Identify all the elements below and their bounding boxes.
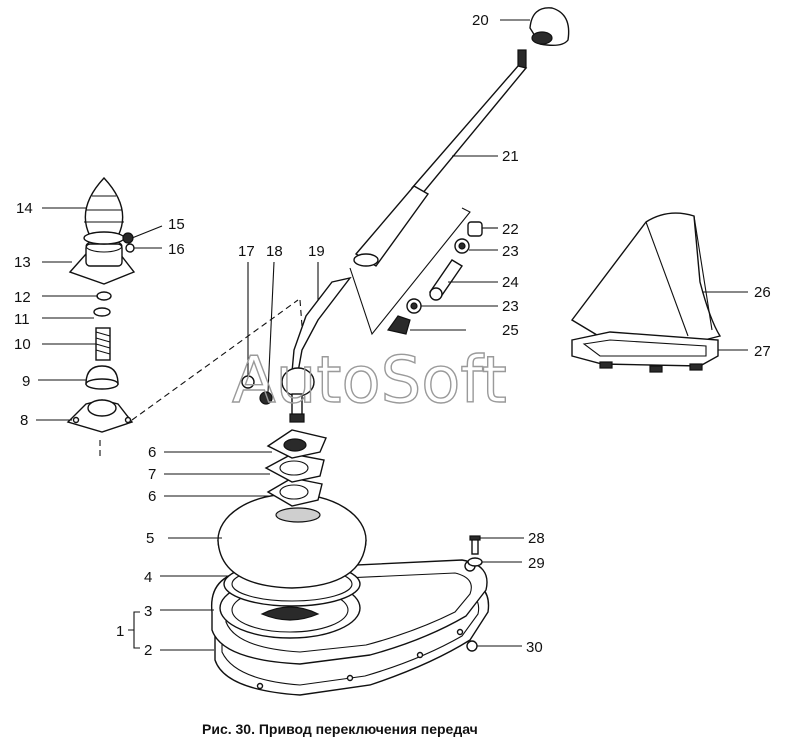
assembly-dashed-line <box>99 299 303 456</box>
callout-12: 12 <box>14 289 31 306</box>
gaiter-part-26 <box>570 212 722 351</box>
callout-15: 15 <box>168 216 185 233</box>
callout-6-lower: 6 <box>148 488 156 505</box>
callout-7: 7 <box>148 466 156 483</box>
callout-27: 27 <box>754 343 771 360</box>
callout-28: 28 <box>528 530 545 547</box>
sleeve-part-24 <box>429 259 463 301</box>
washer-part-16 <box>125 243 135 253</box>
rod-part-21 <box>353 49 528 267</box>
frame-part-27 <box>571 331 719 373</box>
callout-19: 19 <box>308 243 325 260</box>
nut-part-30 <box>466 640 478 652</box>
callout-26: 26 <box>754 284 771 301</box>
watermark: AutoSoft <box>232 344 507 418</box>
spacer-part-23-lower <box>406 298 422 314</box>
callout-2: 2 <box>144 642 152 659</box>
callout-17: 17 <box>238 243 255 260</box>
callout-5: 5 <box>146 530 154 547</box>
leader-lines <box>36 19 748 651</box>
lever-part-19 <box>281 276 352 423</box>
pin-part-17 <box>241 262 255 389</box>
callout-23-lower: 23 <box>502 298 519 315</box>
callout-24: 24 <box>502 274 519 291</box>
cover-part-8 <box>66 399 134 433</box>
callout-29: 29 <box>528 555 545 572</box>
callout-1: 1 <box>116 623 124 640</box>
callout-11: 11 <box>14 311 30 328</box>
spacer-part-23-upper <box>454 238 470 254</box>
plate-part-6-upper <box>266 429 327 459</box>
bushing-part-18 <box>259 261 275 405</box>
bush-part-25 <box>386 315 411 335</box>
callout-30: 30 <box>526 639 543 656</box>
callout-13: 13 <box>14 254 31 271</box>
callout-20: 20 <box>472 12 489 29</box>
fitting-group-frame <box>349 207 471 336</box>
boot-part-5 <box>217 493 367 589</box>
callout-25: 25 <box>502 322 519 339</box>
callout-21: 21 <box>502 148 519 165</box>
callout-8: 8 <box>20 412 28 429</box>
boot-part-14 <box>83 176 125 245</box>
callout-10: 10 <box>14 336 31 353</box>
spring-part-10 <box>95 327 111 361</box>
callout-6-upper: 6 <box>148 444 156 461</box>
callout-23-upper: 23 <box>502 243 519 260</box>
cap-part-22 <box>467 221 483 237</box>
cup-part-9 <box>85 365 119 390</box>
callout-16: 16 <box>168 241 185 258</box>
callout-22: 22 <box>502 221 519 238</box>
washer-part-29 <box>467 557 483 567</box>
callout-labels: 1 2 3 4 5 6 7 6 8 9 10 11 12 13 14 15 16… <box>14 12 771 659</box>
ring-part-12 <box>96 291 112 301</box>
figure-caption: Рис. 30. Привод переключения передач <box>202 721 478 737</box>
callout-9: 9 <box>22 373 30 390</box>
screw-part-28 <box>469 535 481 555</box>
callout-4: 4 <box>144 569 152 586</box>
washer-part-11 <box>93 307 111 317</box>
plate-part-7 <box>264 453 325 483</box>
knob-part-20 <box>529 7 570 47</box>
callout-14: 14 <box>16 200 33 217</box>
housing-part-13 <box>68 239 136 285</box>
callout-3: 3 <box>144 603 152 620</box>
callout-18: 18 <box>266 243 283 260</box>
nut-part-15 <box>122 232 134 244</box>
